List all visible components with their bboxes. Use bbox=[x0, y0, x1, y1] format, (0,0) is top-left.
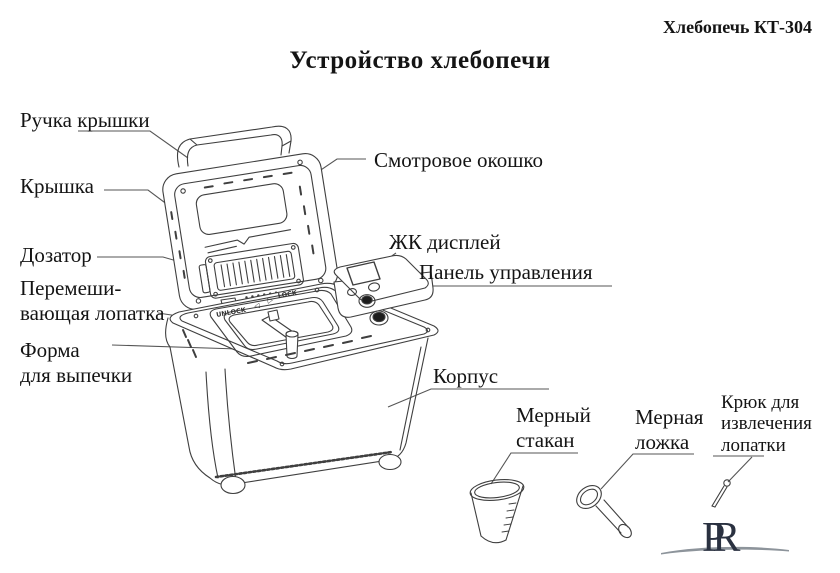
viewing-window-drawing bbox=[195, 183, 288, 235]
label-lid: Крышка bbox=[20, 174, 94, 198]
lcd-display-drawing bbox=[346, 261, 381, 286]
brand-logo: PR bbox=[661, 515, 789, 561]
foot bbox=[220, 475, 246, 495]
label-lcd-display: ЖК дисплей bbox=[389, 230, 501, 254]
leader-baking-pan bbox=[111, 344, 239, 350]
leader-hook bbox=[727, 456, 753, 483]
leader-measuring-cup bbox=[490, 452, 578, 485]
label-viewing-window: Смотровое окошко bbox=[374, 148, 543, 172]
label-body: Корпус bbox=[433, 364, 499, 388]
label-mixing-paddle: Перемеши- вающая лопатка bbox=[20, 276, 165, 326]
paddle-hook-drawing bbox=[711, 479, 731, 508]
lid-vent-slots bbox=[170, 171, 315, 279]
control-panel-drawing bbox=[333, 254, 434, 326]
body-drawing bbox=[165, 282, 439, 495]
measuring-spoon-drawing bbox=[576, 484, 632, 539]
panel-button bbox=[346, 288, 358, 296]
model-name: Хлебопечь КТ-304 bbox=[663, 17, 812, 37]
lid-handle-drawing bbox=[176, 125, 292, 168]
label-lid-handle: Ручка крышки bbox=[20, 108, 150, 132]
label-control-panel: Панель управления bbox=[419, 260, 593, 284]
page-title: Устройство хлебопечи bbox=[289, 47, 551, 74]
mixing-paddle-drawing bbox=[261, 309, 299, 360]
label-measuring-cup: Мерный стакан bbox=[516, 403, 591, 453]
leader-lid-handle bbox=[78, 130, 189, 159]
label-dispenser: Дозатор bbox=[20, 243, 92, 267]
panel-knob bbox=[361, 295, 373, 305]
label-measuring-spoon: Мерная ложка bbox=[635, 405, 704, 455]
lock-text: LOCK bbox=[277, 289, 298, 300]
logo-monogram: PR bbox=[702, 515, 740, 561]
bread-maker-drawing bbox=[162, 125, 731, 544]
dispenser-drawing bbox=[198, 242, 304, 299]
panel-knob bbox=[358, 294, 376, 308]
logo-swoosh bbox=[661, 546, 789, 555]
label-baking-pan: Форма для выпечки bbox=[20, 338, 133, 388]
leader-measuring-spoon bbox=[600, 453, 694, 490]
measuring-cup-drawing bbox=[469, 478, 525, 544]
leader-body bbox=[387, 388, 549, 408]
triangle-right-icon: ▷ bbox=[267, 296, 274, 305]
triangle-left-icon: ◁ bbox=[254, 301, 261, 310]
baking-pan-drawing bbox=[223, 296, 340, 351]
panel-knob bbox=[372, 311, 386, 323]
label-paddle-hook: Крюк для извлечения лопатки bbox=[721, 392, 812, 456]
rim-vent-slots bbox=[182, 329, 372, 364]
panel-knob bbox=[369, 310, 389, 326]
foot bbox=[378, 453, 402, 471]
panel-button bbox=[367, 282, 381, 292]
